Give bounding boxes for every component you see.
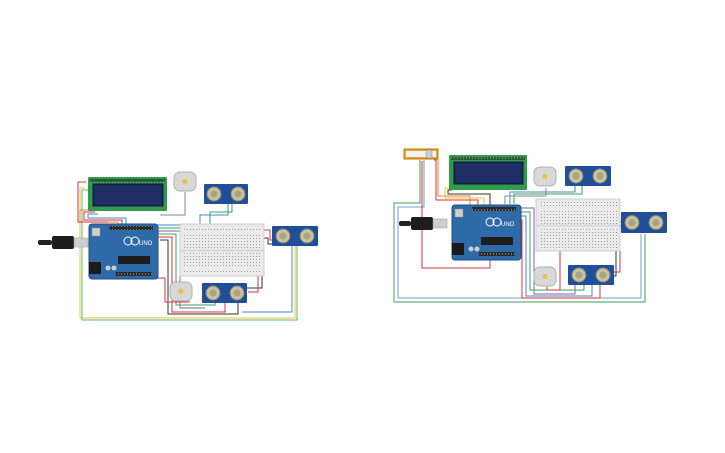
usb-cable-left[interactable] [38, 236, 89, 249]
lcd-display-left[interactable] [88, 177, 167, 211]
arduino-uno-left[interactable]: UNO [88, 223, 159, 280]
dc-motor-left-1[interactable] [173, 171, 197, 192]
circuit-right[interactable]: UNO [393, 148, 667, 303]
potentiometer-right[interactable] [403, 148, 439, 160]
ultrasonic-sensor-left-3[interactable] [202, 283, 247, 303]
dc-motor-right-1[interactable] [533, 166, 557, 187]
ultrasonic-sensor-right-2[interactable] [621, 212, 667, 233]
ultrasonic-sensor-right-1[interactable] [565, 166, 611, 186]
ultrasonic-sensor-right-3[interactable] [568, 265, 614, 285]
usb-cable-right[interactable] [399, 217, 448, 230]
dc-motor-left-2[interactable] [169, 281, 193, 302]
circuit-left[interactable]: UNO [38, 171, 318, 321]
arduino-uno-right[interactable]: UNO [451, 204, 522, 261]
breadboard-right[interactable] [535, 198, 621, 252]
board-label: UNO [501, 222, 515, 228]
ultrasonic-sensor-left-2[interactable] [272, 226, 318, 246]
dc-motor-right-2[interactable] [533, 266, 557, 287]
lcd-display-right[interactable] [449, 155, 527, 190]
board-label: UNO [139, 241, 153, 247]
breadboard-left[interactable] [179, 223, 265, 277]
ultrasonic-sensor-left-1[interactable] [204, 184, 248, 204]
